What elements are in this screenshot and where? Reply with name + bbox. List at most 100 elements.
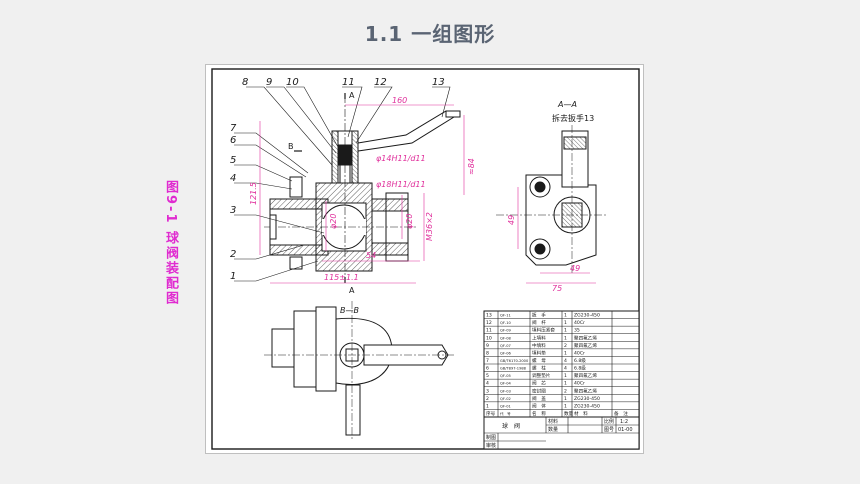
bom-cell-material: 6.8级	[574, 365, 586, 372]
view-aa-label: A—A	[557, 100, 577, 109]
bom-cell-code: GB/T897-1988	[500, 367, 527, 371]
bom-cell-code: QF-10	[500, 321, 511, 325]
ball-valve-drawing: A A B 1 2 3 4 5 6 7 8 9 10 11 12 13	[211, 68, 640, 450]
bom-cell-name: 上填料	[532, 334, 546, 341]
bom-cell-no: 4	[486, 381, 489, 387]
bom-cell-name: 密封圈	[532, 387, 546, 394]
balloon-1: 1	[230, 271, 236, 282]
bom-cell-no: 1	[486, 403, 489, 409]
dim-84: ≈84	[467, 158, 476, 175]
bom-cell-no: 10	[486, 335, 492, 341]
bom-cell-qty: 1	[564, 335, 567, 341]
balloon-2: 2	[230, 249, 236, 260]
balloon-10: 10	[286, 77, 299, 88]
view-bb-label: B—B	[340, 306, 359, 315]
balloon-13: 13	[432, 77, 445, 88]
bom-cell-code: QF-06	[500, 351, 511, 355]
bom-cell-code: 代 号	[500, 411, 511, 416]
dim-phi20: φ20	[405, 214, 414, 229]
bom-cell-code: GB/T6170-2000	[500, 359, 529, 363]
balloon-8: 8	[242, 77, 248, 88]
balloon-5: 5	[230, 155, 236, 166]
bom-cell-name: 中填料	[532, 342, 546, 349]
tb-material-label: 材料	[548, 418, 558, 425]
bom-cell-qty: 2	[564, 388, 567, 394]
bom-cell-qty: 1	[564, 381, 567, 387]
tb-quantity-label: 数量	[548, 426, 558, 433]
balloon-9: 9	[266, 77, 272, 88]
bom-cell-no: 8	[486, 350, 489, 356]
bom-cell-no: 6	[486, 366, 489, 372]
bom-cell-name: 名 称	[532, 410, 546, 417]
bom-cell-qty: 1	[564, 320, 567, 326]
bom-cell-material: 6.8级	[574, 357, 586, 364]
bom-cell-material: ZG230-450	[574, 313, 600, 319]
cut-a-top-label: A	[349, 91, 355, 100]
bom-cell-no: 13	[486, 313, 492, 319]
bom-cell-material: 材 料	[574, 410, 588, 417]
balloon-7: 7	[230, 123, 237, 134]
bom-cell-name: 调整垫片	[532, 372, 551, 379]
tb-figno-value: 01-00	[618, 427, 633, 433]
bom-cell-name: 阀 体	[532, 402, 546, 409]
bom-cell-name: 螺 母	[532, 357, 546, 364]
cut-marks	[294, 93, 346, 283]
dimension-lines	[259, 104, 465, 284]
dim-m36: M36×2	[425, 212, 434, 241]
bom-cell-name: 阀 盖	[532, 395, 546, 402]
balloon-leaders	[234, 86, 451, 282]
bom-cell-no: 2	[486, 396, 489, 402]
bom-cell-material: 聚四氟乙烯	[574, 334, 597, 341]
bom-cell-name: 阀 杆	[532, 319, 546, 326]
tb-checker-label: 审核	[486, 442, 496, 449]
tb-scale-label: 比例	[604, 418, 614, 425]
bom-cell-material: ZG230-450	[574, 403, 600, 409]
tb-scale-value: 1:2	[620, 419, 628, 425]
tb-figno-label: 图号	[604, 427, 614, 433]
bom-cell-material: 40Cr	[574, 381, 585, 387]
balloon-11: 11	[342, 77, 355, 88]
bom-cell-code: QF-09	[500, 329, 511, 333]
bom-table	[483, 310, 640, 450]
dim-160: 160	[392, 96, 407, 105]
dim-phi14: φ14H11/d11	[376, 154, 426, 163]
view-aa-dims	[517, 187, 596, 284]
cut-a-bottom-label: A	[349, 286, 355, 295]
bom-cell-code: QF-04	[500, 382, 511, 386]
title-block: 球 阀 材料 数量 比例 1:2 图号 01-00 制图 审核	[486, 418, 633, 449]
bom-cell-qty: 数量	[564, 410, 574, 417]
bom-cell-no: 9	[486, 343, 489, 349]
bom-cell-note: 备 注	[614, 410, 628, 417]
view-aa-note: 拆去扳手13	[552, 113, 594, 123]
tb-name: 球 阀	[502, 422, 520, 430]
balloon-4: 4	[230, 173, 236, 184]
bom-cell-name: 阀 芯	[532, 380, 546, 387]
bom-cell-code: QF-01	[500, 404, 511, 408]
view-aa	[496, 125, 606, 275]
bom-cell-code: QF-02	[500, 397, 511, 401]
dim-phi20b: φ20	[329, 214, 338, 229]
bom-cell-no: 12	[486, 320, 492, 326]
bom-cell-code: QF-03	[500, 389, 511, 393]
bom-cell-material: ZG230-450	[574, 396, 600, 402]
balloon-numbers: 1 2 3 4 5 6 7 8 9 10 11 12 13	[230, 77, 445, 282]
dim-54: 54	[366, 251, 376, 260]
bom-cell-code: QF-07	[500, 344, 511, 348]
tb-drawer-label: 制图	[486, 434, 496, 441]
bom-cell-material: 聚四氟乙烯	[574, 342, 597, 349]
slide-title: 1.1 一组图形	[364, 22, 496, 46]
balloon-6: 6	[230, 135, 236, 146]
drawing-frame	[211, 68, 640, 450]
bom-cell-name: 填料垫	[532, 349, 546, 356]
figure-caption: 图9-1 球阀装配图	[163, 180, 178, 307]
bom-cell-qty: 1	[564, 373, 567, 379]
view-bb	[264, 301, 456, 441]
dim-115: 115±1.1	[324, 273, 359, 282]
dim-121-5: 121.5	[249, 182, 258, 205]
bom-cell-qty: 1	[564, 396, 567, 402]
bom-cell-no: 11	[486, 328, 492, 334]
bom-cell-code: QF-11	[500, 314, 511, 318]
bom-cell-material: 40Cr	[574, 350, 585, 356]
drawing-sheet: A A B 1 2 3 4 5 6 7 8 9 10 11 12 13	[205, 64, 644, 454]
bom-cell-qty: 2	[564, 343, 567, 349]
